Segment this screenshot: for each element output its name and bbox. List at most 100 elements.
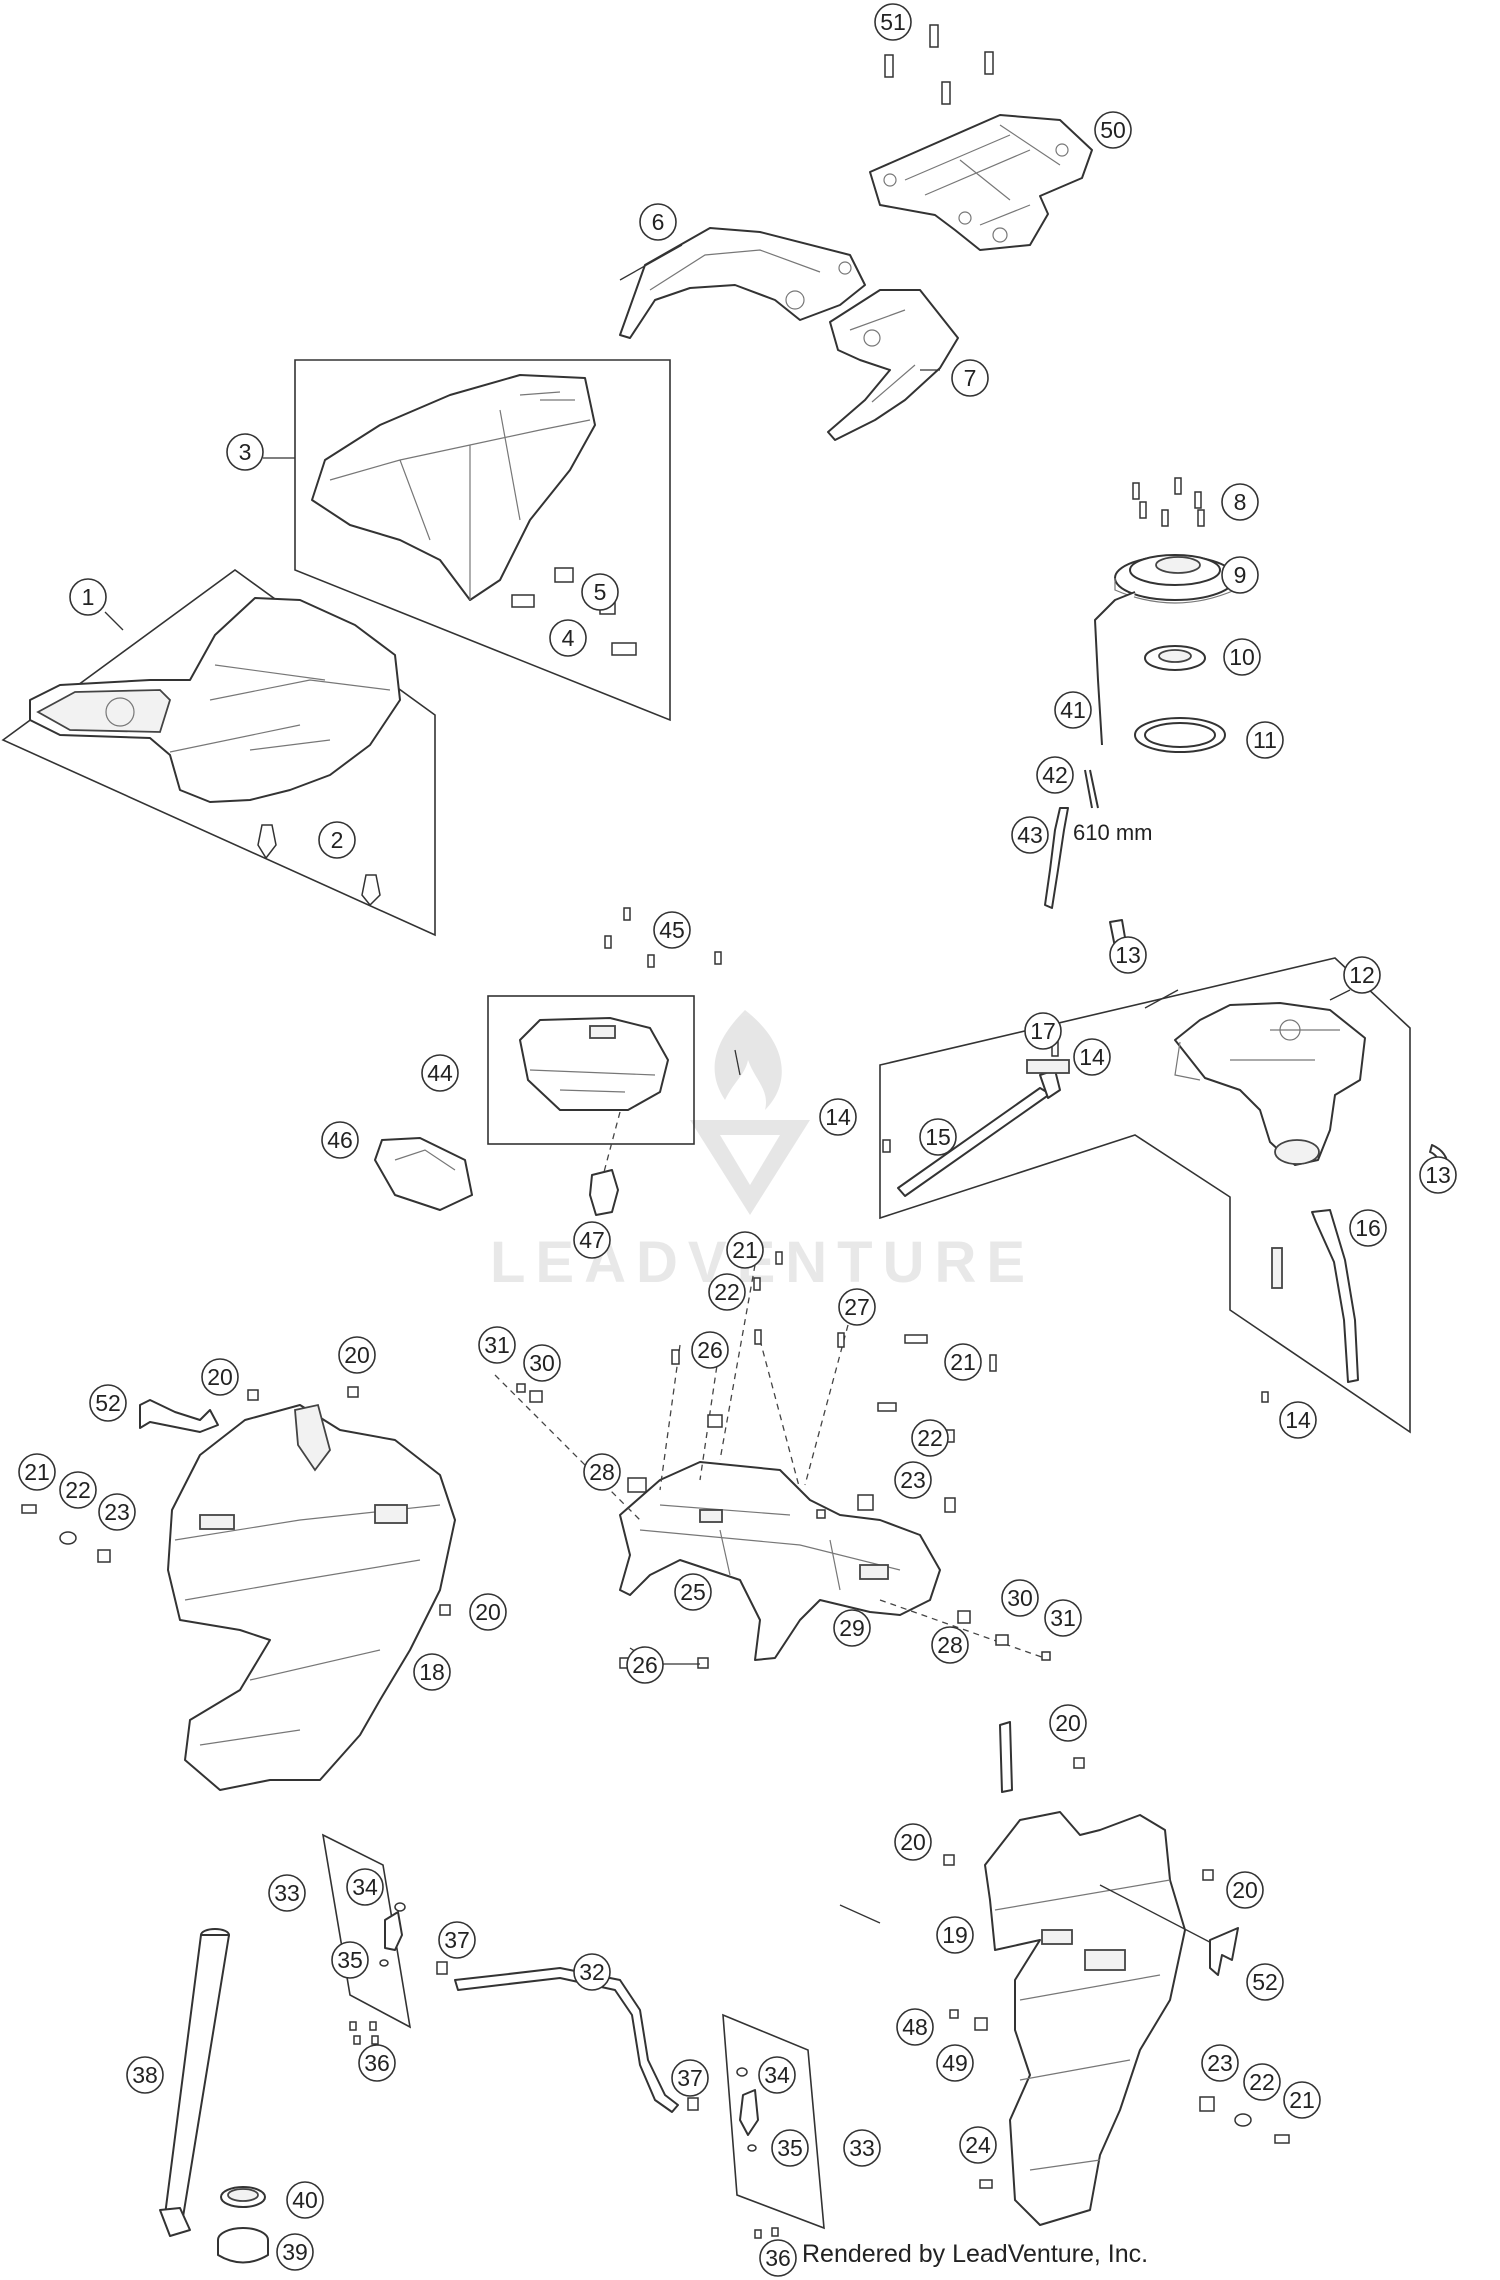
callout-8[interactable]: 8	[1221, 483, 1259, 521]
callout-35-left[interactable]: 35	[331, 1941, 369, 1979]
callout-22-frame-right[interactable]: 22	[911, 1419, 949, 1457]
svg-text:8: 8	[1234, 489, 1247, 515]
callout-29[interactable]: 29	[833, 1609, 871, 1647]
callout-2[interactable]: 2	[318, 821, 356, 859]
callout-23-frame-right[interactable]: 23	[894, 1461, 932, 1499]
callout-34-left[interactable]: 34	[346, 1868, 384, 1906]
callout-22-frame-top[interactable]: 22	[708, 1273, 746, 1311]
tank-frame	[619, 1461, 941, 1661]
callout-23-left[interactable]: 23	[98, 1493, 136, 1531]
callout-23-right[interactable]: 23	[1201, 2044, 1239, 2082]
callout-42[interactable]: 42	[1036, 756, 1074, 794]
callout-18[interactable]: 18	[413, 1653, 451, 1691]
callout-31-right[interactable]: 31	[1044, 1599, 1082, 1637]
callout-45[interactable]: 45	[653, 911, 691, 949]
callout-40[interactable]: 40	[286, 2181, 324, 2219]
callout-20-right-top[interactable]: 20	[1049, 1704, 1087, 1742]
callout-21-right[interactable]: 21	[1283, 2081, 1321, 2119]
callout-33-left[interactable]: 33	[268, 1874, 306, 1912]
svg-text:20: 20	[475, 1599, 501, 1625]
svg-text:5: 5	[594, 579, 607, 605]
callout-16[interactable]: 16	[1349, 1209, 1387, 1247]
callout-13-top[interactable]: 13	[1109, 936, 1147, 974]
callout-4[interactable]: 4	[549, 619, 587, 657]
svg-text:22: 22	[714, 1279, 740, 1305]
callout-20-right-side[interactable]: 20	[1226, 1871, 1264, 1909]
callout-26-bottom[interactable]: 26	[626, 1646, 664, 1684]
callout-17[interactable]: 17	[1024, 1012, 1062, 1050]
callout-36-left[interactable]: 36	[358, 2044, 396, 2082]
callout-24[interactable]: 24	[959, 2126, 997, 2164]
callout-15[interactable]: 15	[919, 1118, 957, 1156]
svg-text:14: 14	[1079, 1044, 1105, 1070]
callout-51[interactable]: 51	[874, 3, 912, 41]
callout-37-right[interactable]: 37	[671, 2059, 709, 2097]
callout-47[interactable]: 47	[573, 1221, 611, 1259]
callout-33-right[interactable]: 33	[843, 2129, 881, 2167]
callout-5[interactable]: 5	[581, 573, 619, 611]
callout-21-frame-right[interactable]: 21	[944, 1343, 982, 1381]
callout-35-right[interactable]: 35	[771, 2129, 809, 2167]
callout-49[interactable]: 49	[936, 2044, 974, 2082]
callout-34-right[interactable]: 34	[758, 2056, 796, 2094]
callout-22-left[interactable]: 22	[59, 1471, 97, 1509]
callout-39[interactable]: 39	[276, 2233, 314, 2271]
callout-52-left[interactable]: 52	[89, 1384, 127, 1422]
callout-10[interactable]: 10	[1223, 638, 1261, 676]
callout-30-left[interactable]: 30	[523, 1344, 561, 1382]
callout-52-right[interactable]: 52	[1246, 1963, 1284, 2001]
svg-text:34: 34	[352, 1874, 378, 1900]
callout-37-left[interactable]: 37	[438, 1921, 476, 1959]
svg-text:52: 52	[95, 1390, 121, 1416]
callout-21-frame-top[interactable]: 21	[726, 1231, 764, 1269]
callout-3[interactable]: 3	[226, 433, 264, 471]
callout-20-tl1[interactable]: 20	[201, 1358, 239, 1396]
callout-32[interactable]: 32	[573, 1953, 611, 1991]
callout-1[interactable]: 1	[69, 578, 107, 616]
svg-text:24: 24	[965, 2132, 991, 2158]
callout-30-right[interactable]: 30	[1001, 1579, 1039, 1617]
callout-22-right[interactable]: 22	[1243, 2063, 1281, 2101]
callout-20-left-tank[interactable]: 20	[469, 1593, 507, 1631]
svg-text:23: 23	[900, 1467, 926, 1493]
svg-text:45: 45	[659, 917, 685, 943]
callout-21-left[interactable]: 21	[18, 1453, 56, 1491]
callout-14-lower[interactable]: 14	[1279, 1401, 1317, 1439]
callout-14-mid[interactable]: 14	[819, 1098, 857, 1136]
svg-text:20: 20	[344, 1342, 370, 1368]
svg-text:38: 38	[132, 2062, 158, 2088]
callout-27[interactable]: 27	[838, 1288, 876, 1326]
svg-text:4: 4	[562, 625, 575, 651]
callout-48[interactable]: 48	[896, 2008, 934, 2046]
callout-13-side[interactable]: 13	[1419, 1156, 1457, 1194]
callout-41[interactable]: 41	[1054, 691, 1092, 729]
callout-7[interactable]: 7	[951, 359, 989, 397]
callout-36-right[interactable]: 36	[759, 2239, 797, 2277]
callout-50[interactable]: 50	[1094, 111, 1132, 149]
svg-text:40: 40	[292, 2187, 318, 2213]
callout-46[interactable]: 46	[321, 1121, 359, 1159]
callout-20-right-left[interactable]: 20	[894, 1823, 932, 1861]
callout-9[interactable]: 9	[1221, 556, 1259, 594]
luggage-carrier	[869, 114, 1093, 251]
callout-19[interactable]: 19	[936, 1916, 974, 1954]
callout-43[interactable]: 43	[1011, 816, 1049, 854]
callout-20-tl2[interactable]: 20	[338, 1336, 376, 1374]
callout-28-right[interactable]: 28	[931, 1626, 969, 1664]
callout-12[interactable]: 12	[1343, 956, 1381, 994]
callout-28-left[interactable]: 28	[583, 1453, 621, 1491]
callout-6[interactable]: 6	[639, 203, 677, 241]
fuel-tank-left	[167, 1403, 456, 1791]
svg-text:18: 18	[419, 1659, 445, 1685]
callout-44[interactable]: 44	[421, 1054, 459, 1092]
callout-11[interactable]: 11	[1246, 721, 1284, 759]
svg-text:50: 50	[1100, 117, 1126, 143]
svg-text:36: 36	[364, 2050, 390, 2076]
callout-31-left[interactable]: 31	[478, 1326, 516, 1364]
callout-25[interactable]: 25	[674, 1573, 712, 1611]
callout-38[interactable]: 38	[126, 2056, 164, 2094]
valve-screws	[349, 2021, 779, 2239]
callout-14-upper[interactable]: 14	[1073, 1038, 1111, 1076]
callout-26-top[interactable]: 26	[691, 1331, 729, 1369]
